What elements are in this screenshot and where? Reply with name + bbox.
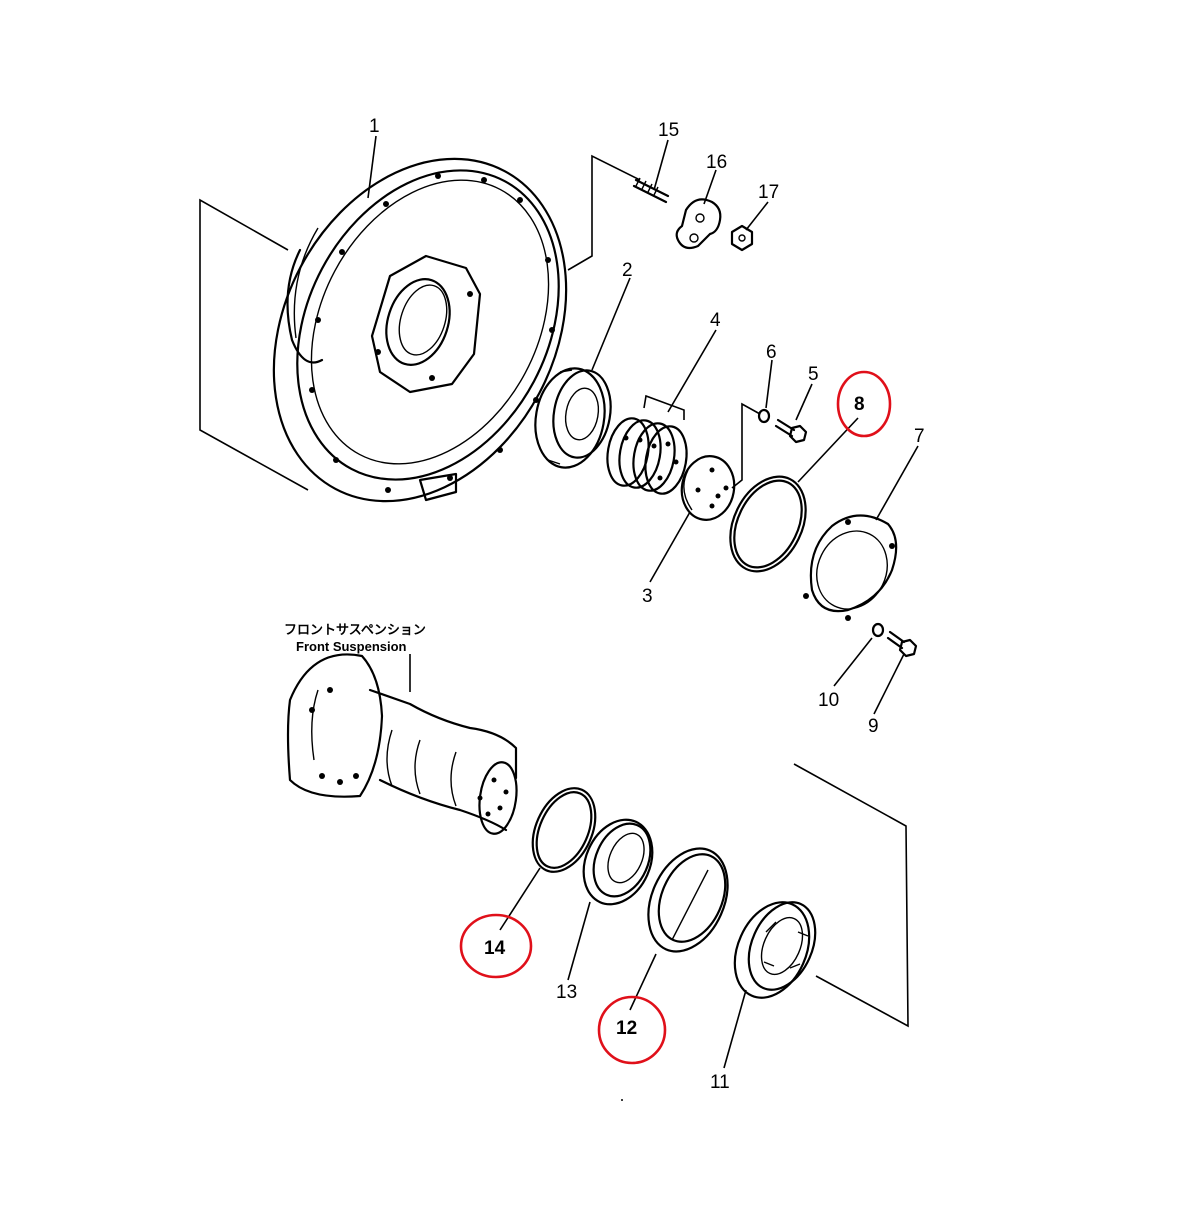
front-suspension-spindle: [286, 653, 518, 835]
highlight-circle-14: [459, 913, 533, 979]
stray-dot: [621, 1099, 623, 1101]
bracket-part-15: [567, 154, 641, 271]
bracket-part-4: [643, 394, 685, 420]
callout-8: 8: [854, 394, 865, 415]
callout-5: 5: [808, 364, 819, 385]
callout-13: 13: [556, 982, 577, 1003]
part-1-housing: [199, 157, 568, 503]
part-5-bolt: [774, 418, 808, 444]
part-13-seal: [582, 818, 654, 906]
callout-11: 11: [710, 1072, 730, 1093]
part-9-bolt: [886, 630, 918, 658]
part-14-o-ring: [531, 787, 597, 873]
callout-12: 12: [616, 1018, 637, 1039]
callout-9: 9: [868, 716, 879, 737]
part-10-washer: [871, 622, 885, 638]
callout-16: 16: [706, 152, 727, 173]
reference-label-english: Front Suspension: [296, 639, 407, 654]
callout-3: 3: [642, 586, 653, 607]
callout-2: 2: [622, 260, 633, 281]
part-17-nut: [730, 224, 754, 252]
callout-10: 10: [818, 690, 839, 711]
part-2-bearing: [534, 367, 612, 469]
highlight-circle-12: [597, 995, 667, 1065]
callout-1: 1: [369, 116, 380, 137]
callout-17: 17: [758, 182, 779, 203]
bracket-part-1: [199, 198, 309, 491]
part-6-washer: [757, 408, 771, 424]
reference-label-japanese: フロントサスペンション: [284, 622, 426, 637]
callout-14: 14: [484, 938, 506, 959]
callout-6: 6: [766, 342, 777, 363]
highlight-circle-8: [836, 370, 892, 438]
part-8-o-ring: [729, 475, 807, 573]
callout-7: 7: [914, 426, 925, 447]
part-4-shim-stack: [606, 394, 688, 495]
callout-15: 15: [658, 120, 679, 141]
callout-4: 4: [710, 310, 721, 331]
part-15-stud: [567, 154, 670, 271]
part-12-bearing-cup: [647, 847, 729, 953]
part-16-lock-plate: [675, 198, 722, 250]
part-11-bearing: [733, 763, 909, 1028]
part-3-retainer: [680, 455, 736, 521]
bracket-part-11: [793, 763, 909, 1028]
part-7-cover: [803, 514, 898, 621]
bracket-part-3-5: [731, 402, 761, 489]
